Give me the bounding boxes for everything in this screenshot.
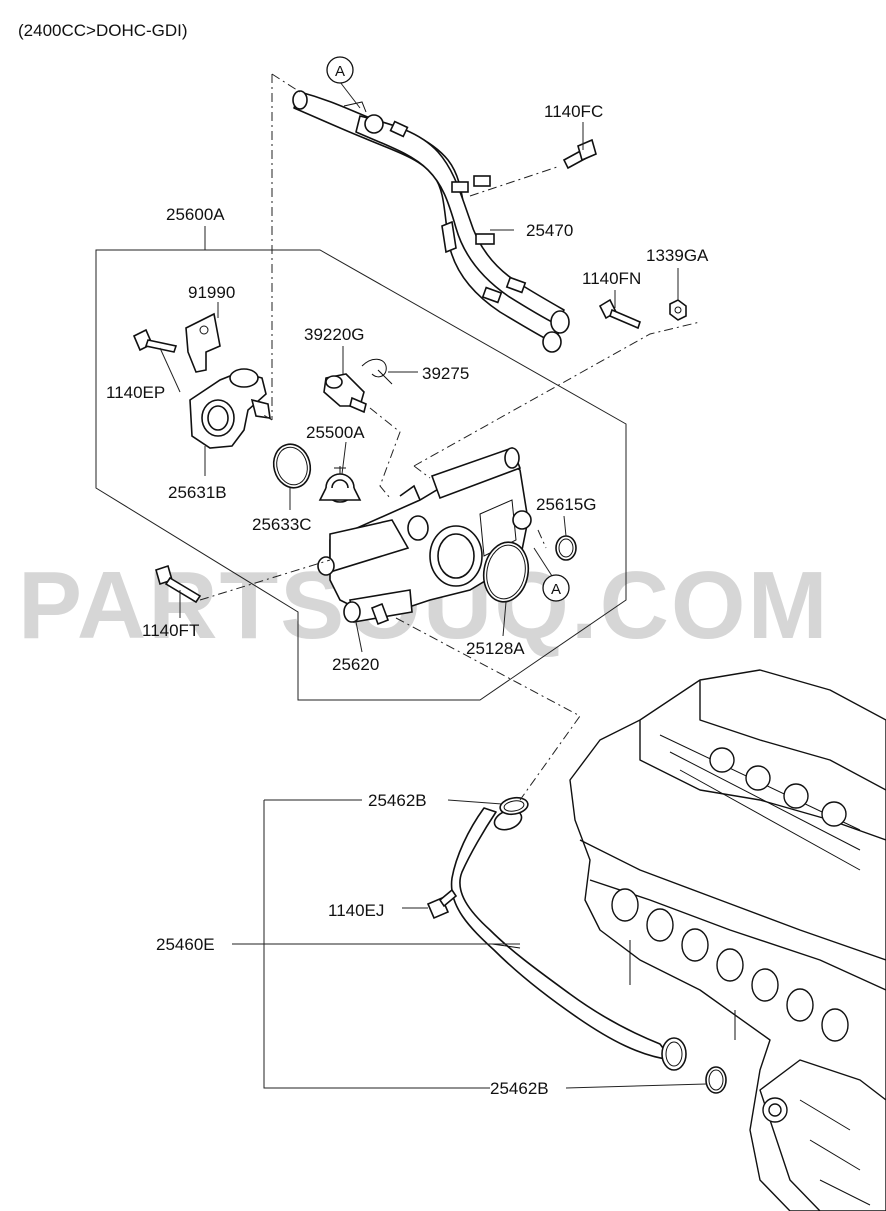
- label-91990[interactable]: 91990: [188, 283, 235, 302]
- label-25500A[interactable]: 25500A: [306, 423, 365, 442]
- label-25600A[interactable]: 25600A: [166, 205, 225, 224]
- label-25615G[interactable]: 25615G: [536, 495, 597, 514]
- label-25460E[interactable]: 25460E: [156, 935, 215, 954]
- label-39275[interactable]: 39275: [422, 364, 469, 383]
- gasket-25633C: [272, 443, 312, 489]
- installation-guide-lines: [199, 73, 701, 801]
- sensor-39220G: [323, 373, 367, 414]
- callout-a-right: A: [542, 574, 570, 602]
- engine-block-illustration: [569, 669, 886, 1211]
- gasket-25128A: [482, 541, 530, 603]
- bolt-1140EJ: [426, 888, 458, 920]
- bolt-1140FC: [562, 138, 597, 170]
- thermostat-housing-25620: [317, 446, 532, 626]
- label-25620[interactable]: 25620: [332, 655, 379, 674]
- label-1140EP[interactable]: 1140EP: [106, 383, 165, 402]
- bolt-1140EP: [132, 328, 178, 353]
- heater-pipe-25470: [292, 90, 570, 353]
- oring-25615G: [555, 535, 577, 561]
- label-1339GA[interactable]: 1339GA: [646, 246, 709, 265]
- label-25633C[interactable]: 25633C: [252, 515, 312, 534]
- bolt-1140FN: [598, 298, 641, 330]
- water-hose-25460E: [450, 807, 687, 1071]
- group-outline-25600A: [95, 249, 627, 701]
- thermostat-25500A: [318, 466, 362, 503]
- label-1140FC[interactable]: 1140FC: [544, 102, 603, 121]
- label-25631B[interactable]: 25631B: [168, 483, 227, 502]
- bolt-1140FT: [155, 564, 202, 604]
- oring-25462B-top: [499, 796, 529, 816]
- water-inlet-fitting-25631B: [189, 368, 271, 449]
- svg-text:A: A: [551, 581, 561, 598]
- label-39220G[interactable]: 39220G: [304, 325, 365, 344]
- clip-39275: [361, 358, 393, 385]
- label-1140EJ[interactable]: 1140EJ: [328, 901, 384, 920]
- label-25128A[interactable]: 25128A: [466, 639, 525, 658]
- leader-lines: [159, 81, 707, 1089]
- intake-port-row: [611, 888, 849, 1042]
- label-25470[interactable]: 25470: [526, 221, 573, 240]
- callout-a-top: A: [326, 56, 354, 84]
- svg-text:A: A: [335, 63, 345, 80]
- label-25462B-top[interactable]: 25462B: [368, 791, 427, 810]
- label-1140FT[interactable]: 1140FT: [142, 621, 199, 640]
- oring-25462B-bottom: [705, 1066, 727, 1094]
- nut-1339GA: [669, 299, 687, 321]
- part-number-labels: 1140FC 25470 1339GA 1140FN 25600A 91990 …: [106, 102, 709, 1098]
- label-1140FN[interactable]: 1140FN: [582, 269, 641, 288]
- bracket-91990: [185, 312, 221, 373]
- engine-spec-header: (2400CC>DOHC-GDI): [18, 21, 188, 40]
- label-25462B-bottom[interactable]: 25462B: [490, 1079, 549, 1098]
